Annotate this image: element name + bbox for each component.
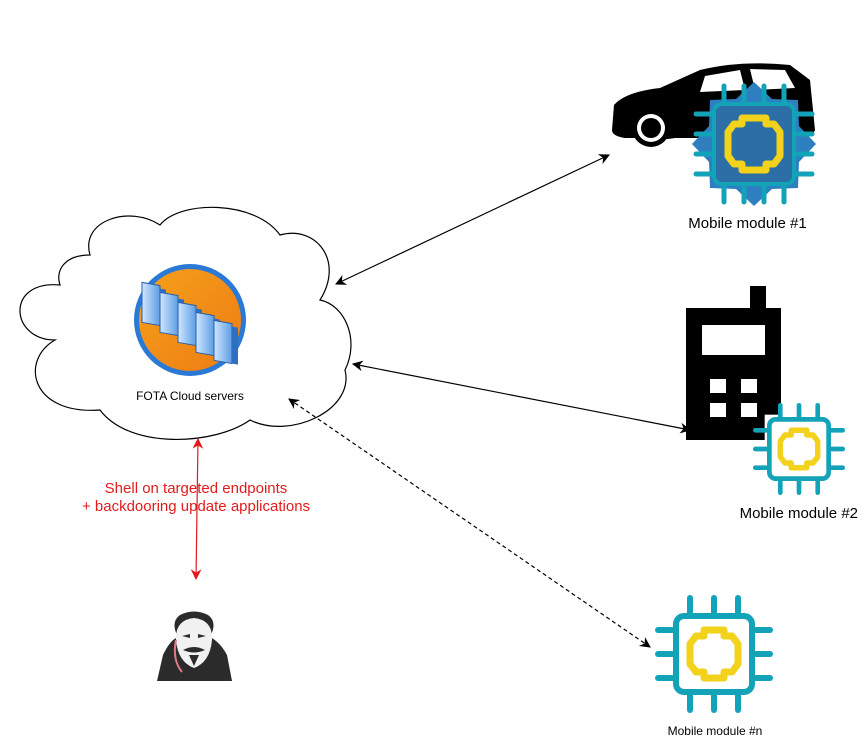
module-1-label: Mobile module #1	[688, 215, 807, 232]
connection-module-n	[288, 398, 651, 648]
module-2-label: Mobile module #2	[739, 505, 858, 522]
chip-icon	[692, 82, 816, 206]
connection-module-2	[351, 360, 692, 434]
hacker-icon	[157, 611, 232, 681]
server-rack-icon	[134, 264, 246, 376]
module-n-label: Mobile module #n	[667, 724, 763, 738]
attack-label-line-2: + backdooring update applications	[81, 498, 311, 515]
chip-icon	[655, 595, 773, 713]
attack-label-line-1: Shell on targeted endpoints	[104, 480, 288, 497]
chip-icon	[752, 402, 846, 496]
cloud-label: FOTA Cloud servers	[136, 389, 244, 403]
connection-module-1	[335, 154, 610, 285]
attack-connection	[190, 437, 204, 581]
attack-label: Shell on targeted endpoints + backdoorin…	[56, 480, 336, 516]
